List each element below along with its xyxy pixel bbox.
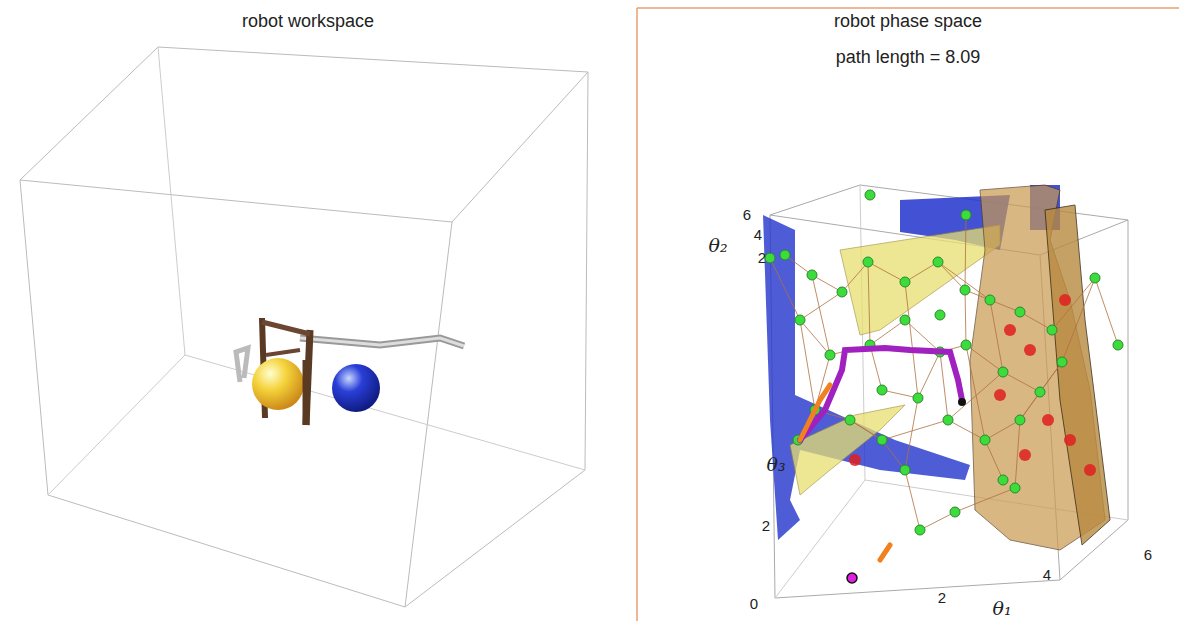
tick-label: 6 [1144, 547, 1152, 564]
path-length-label: path length = 8.09 [836, 48, 981, 68]
tick-label: 2 [938, 590, 946, 607]
phase-box [770, 185, 1128, 598]
workspace-box [20, 47, 588, 607]
obstacle-surfaces [763, 185, 1110, 550]
tick-label: 2 [762, 518, 770, 535]
robot-arm [236, 318, 464, 425]
axis-label: θ₂ [708, 235, 727, 256]
panel-title: robot workspace [242, 12, 374, 32]
tick-label: 0 [750, 596, 758, 613]
roadmap-edges [770, 215, 1118, 530]
roadmap-nodes [765, 190, 1123, 535]
planned-path [800, 348, 966, 583]
tick-label: 4 [754, 227, 762, 244]
tick-label: 6 [743, 207, 751, 224]
panel-title: robot phase space [834, 12, 982, 32]
tick-label: 4 [1043, 567, 1051, 584]
collision-samples [849, 294, 1096, 476]
axis-label: θ₁ [992, 598, 1011, 619]
panel-frame [637, 8, 1179, 621]
axis-label: θ₃ [766, 454, 785, 475]
tick-label: 2 [758, 250, 766, 267]
